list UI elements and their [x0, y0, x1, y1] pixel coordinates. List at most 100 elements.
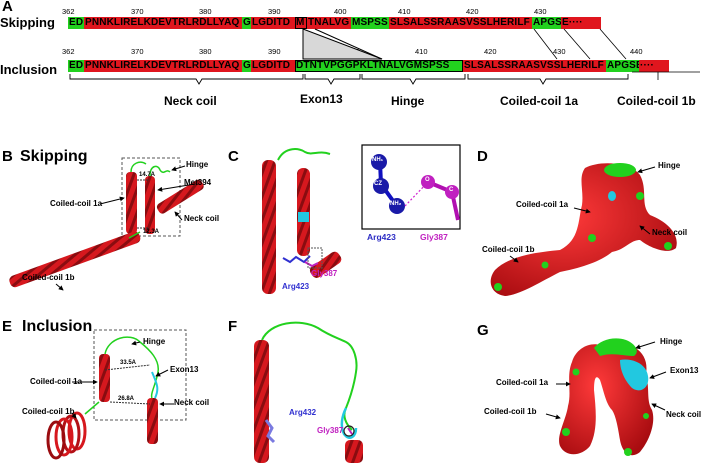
seq-segment: LGDITD — [251, 17, 295, 29]
seq-segment: ED — [68, 17, 84, 29]
panel-g-neck-label: Neck coil — [666, 410, 702, 419]
atom-nh1 — [371, 154, 387, 170]
tick-label: 390 — [268, 7, 281, 16]
panel-g-cc1b-label: Coiled-coil 1b — [484, 407, 537, 416]
tick-label: 430 — [534, 7, 547, 16]
inclusion-sequence: ED PNNKLIRELKDEVTRLRDLLYAQ G LGDITD DTNT… — [68, 60, 669, 72]
hinge-loop — [104, 336, 159, 399]
panel-d-cc1b-label: Coiled-coil 1b — [482, 245, 535, 254]
connector-line — [599, 28, 627, 60]
seq-segment: PNNKLIRELKDEVTRLRDLLYAQ — [84, 17, 242, 29]
surface-patch — [562, 428, 570, 436]
helix-left — [262, 160, 276, 294]
helix-bottom — [345, 440, 363, 463]
arg432-sticks — [264, 419, 276, 444]
neck-coil-helix — [156, 179, 204, 214]
seq-segment: TNALVG — [307, 17, 351, 29]
panel-b-hinge-label: Hinge — [186, 160, 209, 169]
seq-segment: SLSALSSRAASVSSLHERILF — [389, 17, 532, 29]
domain-label-exon13: Exon13 — [300, 92, 343, 106]
skipping-sequence: ED PNNKLIRELKDEVTRLRDLLYAQ G LGDITD M TN… — [68, 17, 601, 29]
exon-patch — [608, 191, 616, 201]
tick-label: 410 — [398, 7, 411, 16]
hinge-loop — [130, 161, 147, 173]
domain-label-hinge: Hinge — [391, 94, 425, 108]
atom-label-cz: CZ — [374, 181, 382, 187]
panel-letter-g: G — [477, 322, 489, 339]
panel-g-hinge-label: Hinge — [660, 337, 683, 346]
hinge-patch — [604, 163, 636, 177]
tick-label: 362 — [62, 7, 75, 16]
arg432-label: Arg432 — [289, 408, 317, 417]
seq-segment: SLSALSSRAASVSSLHERILF — [463, 60, 606, 72]
tick-label: 370 — [131, 7, 144, 16]
inset-arg423-label: Arg423 — [367, 232, 396, 242]
hinge-loop — [277, 148, 331, 161]
gly387-label: Gly387 — [311, 269, 338, 278]
helix-short — [309, 251, 342, 278]
hbond — [404, 181, 429, 207]
cc1b-helix-end-view — [46, 411, 87, 460]
seq-segment: ED — [68, 60, 84, 72]
neck-helix — [147, 398, 158, 444]
hinge-patch — [594, 338, 637, 356]
surface-body — [490, 163, 677, 296]
surface-patch — [643, 413, 649, 419]
exon13-insertion-wedge — [302, 28, 383, 60]
panel-e-exon13-label: Exon13 — [170, 365, 199, 374]
seq-segment: PNNKLIRELKDEVTRLRDLLYAQ — [84, 60, 242, 72]
tick-label: 420 — [466, 7, 479, 16]
cc1a-bracket — [467, 74, 629, 85]
panel-b-met394-label: Met394 — [184, 178, 212, 187]
seq-segment: MSPSS — [351, 17, 389, 29]
gly387-sticks — [347, 427, 353, 435]
surface-patch — [494, 283, 502, 291]
tick-label: 362 — [62, 47, 75, 56]
surface-body — [559, 339, 654, 456]
exon13-loop — [151, 371, 159, 399]
surface-patch — [572, 368, 580, 376]
tick-label: 390 — [268, 47, 281, 56]
exon13-patch — [620, 359, 649, 391]
atom-c — [445, 185, 459, 199]
panel-d-neck-label: Neck coil — [652, 228, 688, 237]
skipping-row-label: Skipping — [0, 15, 55, 30]
neck-coil-bracket — [69, 74, 304, 85]
surface-patch — [664, 242, 672, 250]
exon13-loop — [340, 407, 358, 439]
panel-letter-a: A — [2, 0, 13, 15]
arg423-label: Arg423 — [282, 282, 310, 291]
seq-segment: ···· — [639, 60, 669, 72]
panel-g-exon13-label: Exon13 — [670, 366, 699, 375]
panel-b-neck-label: Neck coil — [184, 214, 220, 223]
cc1a-helix — [99, 354, 110, 402]
atom-label-nh1: NH₁ — [372, 157, 384, 163]
linker — [84, 401, 100, 415]
helix-left — [254, 340, 269, 463]
panel-e-hinge-label: Hinge — [143, 337, 166, 346]
panel-e-cc1a-label: Coiled-coil 1a — [30, 377, 83, 386]
atom-label-c: C — [449, 187, 454, 193]
atom-cz — [373, 178, 389, 194]
panel-e-zoom-box — [93, 329, 187, 421]
connector-line — [563, 28, 591, 60]
tick-label: 380 — [199, 7, 212, 16]
panel-e-distance-1: 33.5A — [120, 360, 137, 366]
domain-label-neck-coil: Neck coil — [164, 94, 217, 108]
panel-b-distance-1: 14.7A — [139, 172, 156, 178]
neck-helix — [145, 176, 155, 234]
atom-nh2 — [389, 198, 405, 214]
connector-line — [533, 28, 558, 60]
zoom-box — [307, 247, 323, 269]
gly387-label: Gly387 — [317, 426, 344, 435]
panel-letter-b: B — [2, 148, 13, 165]
exon13-bracket — [304, 74, 361, 85]
panel-letter-d: D — [477, 148, 488, 165]
panel-e-cc1b-label: Coiled-coil 1b — [22, 407, 75, 416]
panel-b-title: Skipping — [20, 148, 88, 165]
seq-segment: G — [242, 60, 251, 72]
